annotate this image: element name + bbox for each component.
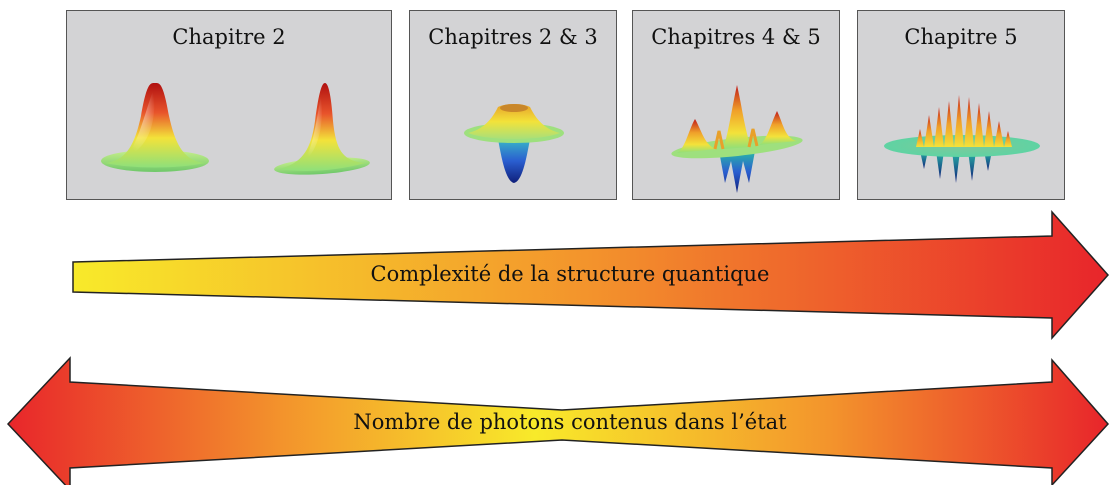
panel-title: Chapitre 2 — [172, 25, 286, 49]
cat-state-plot — [671, 85, 803, 193]
complexity-arrow — [72, 210, 1110, 340]
panel-title: Chapitres 2 & 3 — [428, 25, 598, 49]
photons-arrow — [6, 356, 1110, 485]
panel-title: Chapitre 5 — [904, 25, 1018, 49]
panel-chapitres-4-5: Chapitres 4 & 5 — [632, 10, 840, 200]
gaussian-peak — [105, 82, 205, 168]
center-peak — [723, 85, 751, 149]
panel-title: Chapitres 4 & 5 — [651, 25, 821, 49]
ring-peak — [468, 104, 560, 139]
panel-chapitre-2: Chapitre 2 — [66, 10, 392, 200]
gaussian-plots — [101, 82, 370, 175]
positive-spikes — [916, 95, 1012, 147]
ring-hole — [500, 104, 528, 112]
left-peak — [677, 119, 717, 153]
negative-dip — [498, 139, 530, 183]
fock-state-plot — [464, 104, 564, 183]
panel-chapitre-5: Chapitre 5 — [857, 10, 1065, 200]
right-peak — [759, 111, 797, 145]
interference-dips — [719, 151, 755, 193]
photons-arrow-label: Nombre de photons contenus dans l’état — [353, 410, 787, 434]
squeezed-peak — [279, 83, 365, 171]
grid-state-plot — [884, 95, 1040, 183]
complexity-arrow-label: Complexité de la structure quantique — [370, 262, 770, 286]
panel-chapitres-2-3: Chapitres 2 & 3 — [409, 10, 617, 200]
